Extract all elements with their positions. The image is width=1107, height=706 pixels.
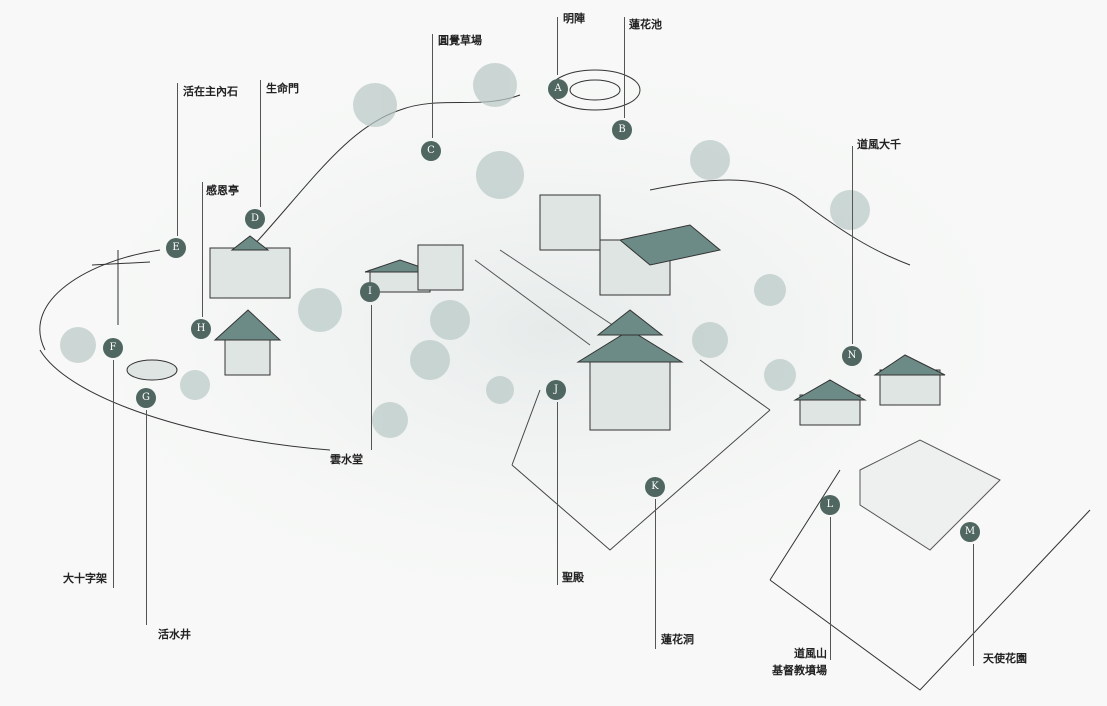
label-k[interactable]: 蓮花洞 xyxy=(661,633,694,646)
label-f[interactable]: 大十字架 xyxy=(63,572,107,585)
marker-h[interactable]: H xyxy=(191,319,211,339)
temple-base xyxy=(511,359,771,551)
label-l-line1[interactable]: 道風山 xyxy=(794,647,827,660)
buildings xyxy=(91,69,946,431)
marker-j[interactable]: J xyxy=(546,380,566,400)
leader-line-j xyxy=(557,402,558,585)
leader-line-n xyxy=(852,146,853,344)
leader-line-h xyxy=(202,182,203,317)
marker-l[interactable]: L xyxy=(820,495,840,515)
leader-line-f xyxy=(113,360,114,588)
leader-line-i xyxy=(371,305,372,450)
marker-d[interactable]: D xyxy=(245,209,265,229)
marker-n[interactable]: N xyxy=(842,346,862,366)
leader-line-g xyxy=(146,410,147,625)
label-a[interactable]: 明陣 xyxy=(563,12,585,25)
leader-line-e xyxy=(177,83,178,236)
marker-k[interactable]: K xyxy=(645,477,665,497)
label-d[interactable]: 生命門 xyxy=(266,82,299,95)
angel-garden xyxy=(859,439,1001,551)
label-i[interactable]: 雲水堂 xyxy=(330,453,363,466)
marker-a[interactable]: A xyxy=(548,79,568,99)
leader-line-m xyxy=(973,544,974,666)
label-c[interactable]: 圓覺草場 xyxy=(438,34,482,47)
leader-line-c xyxy=(432,34,433,138)
cemetery-plot xyxy=(769,469,1091,691)
label-n[interactable]: 道風大千 xyxy=(857,138,901,151)
trees xyxy=(60,63,870,438)
marker-b[interactable]: B xyxy=(612,120,632,140)
label-h[interactable]: 感恩亭 xyxy=(206,184,239,197)
marker-c[interactable]: C xyxy=(421,141,441,161)
marker-m[interactable]: M xyxy=(960,522,980,542)
hill-outline xyxy=(39,249,161,351)
marker-i[interactable]: I xyxy=(360,282,380,302)
leader-line-b xyxy=(624,17,625,118)
label-e[interactable]: 活在主內石 xyxy=(183,85,238,98)
leader-line-k xyxy=(655,499,656,649)
leader-line-l xyxy=(830,517,831,660)
label-g[interactable]: 活水井 xyxy=(158,628,191,641)
label-m[interactable]: 天使花園 xyxy=(983,652,1027,665)
label-b[interactable]: 蓮花池 xyxy=(629,18,662,31)
marker-e[interactable]: E xyxy=(166,238,186,258)
leader-line-d xyxy=(260,80,261,207)
marker-f[interactable]: F xyxy=(103,338,123,358)
leader-line-a xyxy=(557,17,558,75)
label-l-line2[interactable]: 基督教墳場 xyxy=(772,664,827,677)
label-j[interactable]: 聖殿 xyxy=(562,571,584,584)
marker-g[interactable]: G xyxy=(136,388,156,408)
